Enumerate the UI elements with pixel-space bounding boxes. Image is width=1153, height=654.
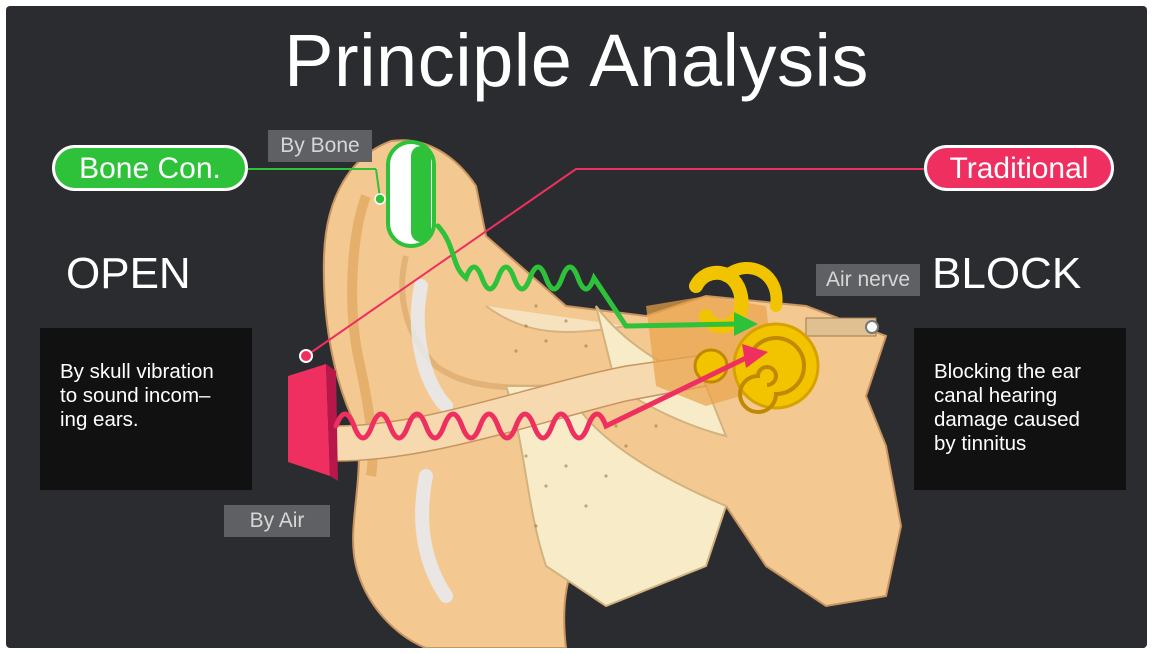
description-line: damage caused	[934, 408, 1108, 432]
block-description-card: Blocking the ear canal hearing damage ca…	[914, 328, 1126, 490]
by-bone-label: By Bone	[268, 130, 372, 162]
bone-conduction-device-icon	[388, 142, 434, 246]
description-line: By skull vibration	[60, 360, 234, 384]
open-description-card: By skull vibration to sound incom– ing e…	[40, 328, 252, 490]
description-line: ing ears.	[60, 408, 234, 432]
description-line: Blocking the ear	[934, 360, 1108, 384]
traditional-earphone-icon	[288, 364, 338, 481]
description-line: by tinnitus	[934, 432, 1108, 456]
block-heading: BLOCK	[932, 249, 1081, 299]
description-line: canal hearing	[934, 384, 1108, 408]
description-line: to sound incom–	[60, 384, 234, 408]
page-title: Principle Analysis	[6, 16, 1147, 106]
bone-conduction-badge: Bone Con.	[52, 145, 248, 191]
open-heading: OPEN	[66, 249, 191, 299]
air-nerve-label: Air nerve	[816, 264, 920, 296]
diagram-frame: Principle Analysis Bone Con. Traditional…	[6, 6, 1147, 648]
traditional-badge: Traditional	[924, 145, 1114, 191]
by-air-label: By Air	[224, 505, 330, 537]
